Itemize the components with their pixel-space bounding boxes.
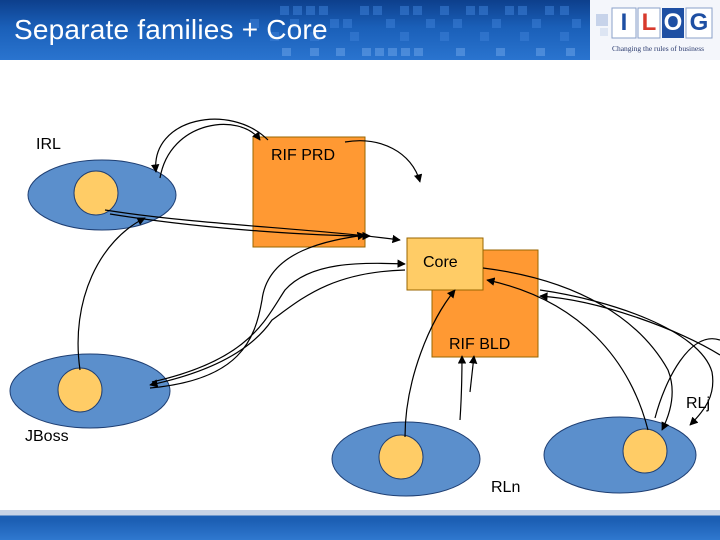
label-rif-prd: RIF PRD bbox=[271, 147, 335, 164]
label-jboss: JBoss bbox=[25, 428, 69, 445]
irl-circle bbox=[73, 170, 119, 216]
logo-letter-o: O bbox=[663, 9, 683, 36]
arrow-prd-out bbox=[344, 140, 423, 183]
label-rif-bld: RIF BLD bbox=[449, 336, 511, 353]
rlj-ellipse bbox=[543, 416, 697, 494]
slide-title: Separate families + Core bbox=[14, 14, 328, 45]
rln-circle bbox=[378, 434, 424, 480]
slide-footer-bar bbox=[0, 510, 720, 540]
arrow-rln-to-bld-2 bbox=[468, 355, 478, 393]
arrow-core-to-jboss bbox=[149, 269, 406, 388]
logo-letter-l: L bbox=[641, 9, 657, 36]
arrow-jboss-to-prd bbox=[149, 231, 366, 389]
arrow-core-to-rlj bbox=[482, 267, 673, 431]
logo-tiles bbox=[596, 7, 713, 39]
arrow-rln-to-bld-1 bbox=[457, 355, 467, 421]
logo-tagline: Changing the rules of business bbox=[611, 44, 705, 53]
arrow-prd-to-irl bbox=[151, 118, 269, 173]
label-core: Core bbox=[423, 254, 458, 271]
rlj-circle bbox=[622, 428, 668, 474]
logo-letter-g: G bbox=[689, 9, 709, 36]
arrow-jboss-to-core bbox=[151, 259, 406, 383]
arrow-rlj-to-bld bbox=[540, 296, 720, 419]
logo-letter-i: I bbox=[620, 9, 628, 36]
arrow-rln-to-core bbox=[404, 289, 456, 438]
core-box bbox=[406, 237, 484, 291]
arrow-irl-to-prd bbox=[159, 123, 261, 179]
arrow-rlj-to-core bbox=[486, 277, 649, 431]
jboss-circle bbox=[57, 367, 103, 413]
arrow-bld-to-rlj bbox=[539, 289, 714, 426]
ilog-logo: I L O G bbox=[590, 0, 720, 60]
label-rlj: RLj bbox=[686, 395, 711, 412]
arrow-jboss-to-irl bbox=[77, 217, 146, 371]
label-rln: RLn bbox=[491, 479, 521, 496]
label-irl: IRL bbox=[36, 136, 61, 153]
header-grid-decoration bbox=[250, 6, 581, 56]
rif-prd-box bbox=[252, 136, 366, 248]
arrow-irl-to-core-2 bbox=[109, 213, 371, 241]
